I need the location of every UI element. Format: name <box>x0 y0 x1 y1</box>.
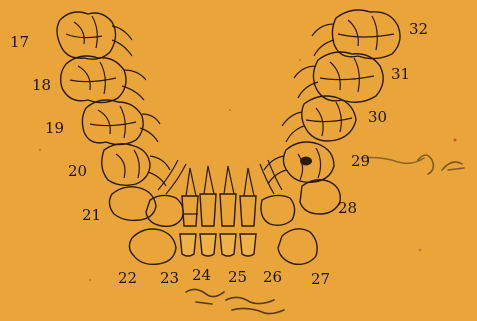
label-17: 17 <box>10 33 29 51</box>
dark-mark <box>300 157 312 166</box>
tooth-24 <box>200 166 216 256</box>
label-27: 27 <box>311 270 330 288</box>
tooth-17 <box>57 12 132 59</box>
label-22: 22 <box>118 269 137 287</box>
tooth-20 <box>102 144 170 186</box>
label-24: 24 <box>192 266 211 284</box>
tooth-29 <box>264 142 334 184</box>
label-26: 26 <box>263 268 282 286</box>
tooth-26 <box>240 168 256 256</box>
label-32: 32 <box>409 20 428 38</box>
label-23: 23 <box>160 269 179 287</box>
tooth-32 <box>312 10 400 59</box>
label-31: 31 <box>391 65 410 83</box>
label-20: 20 <box>68 162 87 180</box>
label-18: 18 <box>32 76 51 94</box>
tooth-27 <box>261 195 317 264</box>
tooth-19 <box>82 100 160 145</box>
label-19: 19 <box>45 119 64 137</box>
tooth-30 <box>282 96 356 142</box>
tooth-31 <box>294 52 383 102</box>
tooth-28 <box>260 160 340 214</box>
tooth-18 <box>61 56 146 103</box>
label-29: 29 <box>351 152 370 170</box>
tooth-21 <box>109 160 186 220</box>
label-21: 21 <box>82 206 101 224</box>
label-30: 30 <box>368 108 387 126</box>
tooth-25 <box>220 166 236 256</box>
label-28: 28 <box>338 199 357 217</box>
tooth-23 <box>180 168 198 256</box>
label-25: 25 <box>228 268 247 286</box>
